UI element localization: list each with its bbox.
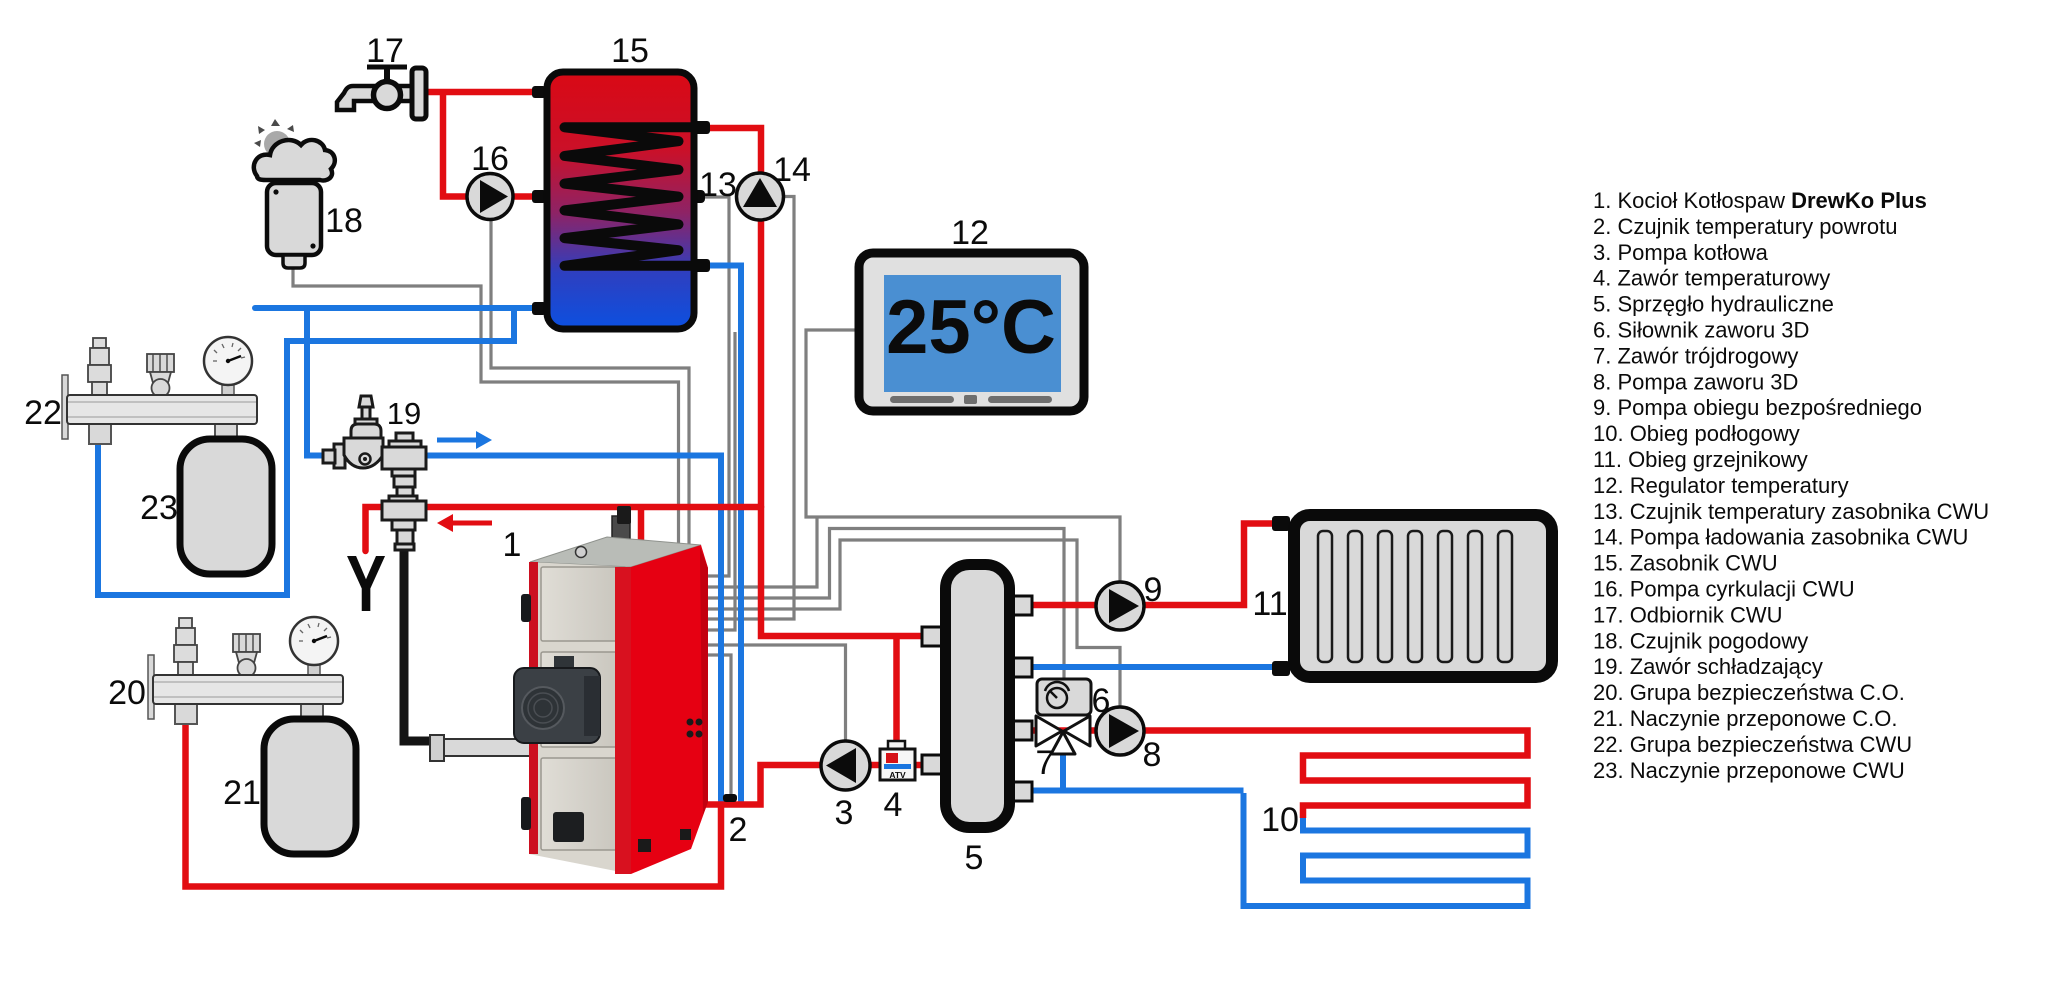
svg-text:3: 3	[835, 794, 854, 832]
svg-text:16: 16	[471, 140, 509, 178]
svg-text:18: 18	[325, 202, 363, 240]
svg-text:Y: Y	[346, 539, 386, 628]
svg-text:8. Pompa zaworu 3D: 8. Pompa zaworu 3D	[1593, 369, 1798, 394]
svg-text:2: 2	[729, 811, 748, 849]
svg-text:10. Obieg podłogowy: 10. Obieg podłogowy	[1593, 421, 1800, 446]
svg-text:1. Kocioł Kotłospaw DrewKo Plu: 1. Kocioł Kotłospaw DrewKo Plus	[1593, 188, 1927, 213]
svg-text:1: 1	[503, 526, 522, 564]
svg-text:23. Naczynie przeponowe CWU: 23. Naczynie przeponowe CWU	[1593, 758, 1905, 783]
svg-text:21. Naczynie przeponowe C.O.: 21. Naczynie przeponowe C.O.	[1593, 706, 1898, 731]
svg-text:6: 6	[1092, 682, 1111, 720]
svg-text:21: 21	[223, 774, 261, 812]
svg-text:25°C: 25°C	[886, 285, 1056, 370]
svg-text:3. Pompa kotłowa: 3. Pompa kotłowa	[1593, 240, 1769, 265]
svg-text:11. Obieg grzejnikowy: 11. Obieg grzejnikowy	[1593, 447, 1808, 472]
svg-text:14. Pompa ładowania zasobnika: 14. Pompa ładowania zasobnika CWU	[1593, 525, 1968, 550]
svg-text:9: 9	[1144, 571, 1163, 609]
svg-text:19. Zawór schładzający: 19. Zawór schładzający	[1593, 654, 1823, 679]
svg-text:19: 19	[387, 396, 421, 431]
svg-text:4: 4	[884, 786, 903, 824]
svg-text:7: 7	[1036, 744, 1055, 782]
svg-text:13: 13	[699, 166, 737, 204]
svg-text:20. Grupa bezpieczeństwa C.O.: 20. Grupa bezpieczeństwa C.O.	[1593, 680, 1905, 705]
svg-text:9. Pompa obiegu bezpośredniego: 9. Pompa obiegu bezpośredniego	[1593, 395, 1922, 420]
svg-text:7. Zawór trójdrogowy: 7. Zawór trójdrogowy	[1593, 343, 1798, 368]
svg-text:16. Pompa cyrkulacji CWU: 16. Pompa cyrkulacji CWU	[1593, 577, 1855, 602]
svg-text:4. Zawór temperaturowy: 4. Zawór temperaturowy	[1593, 266, 1830, 291]
svg-text:15. Zasobnik CWU: 15. Zasobnik CWU	[1593, 551, 1778, 576]
svg-text:18. Czujnik pogodowy: 18. Czujnik pogodowy	[1593, 628, 1808, 653]
svg-text:17: 17	[366, 32, 404, 70]
svg-text:14: 14	[773, 151, 811, 189]
svg-text:12: 12	[951, 214, 989, 252]
svg-text:17. Odbiornik CWU: 17. Odbiornik CWU	[1593, 602, 1783, 627]
svg-text:12. Regulator temperatury: 12. Regulator temperatury	[1593, 473, 1849, 498]
svg-text:15: 15	[611, 32, 649, 70]
svg-text:22: 22	[24, 394, 62, 432]
svg-text:20: 20	[108, 674, 146, 712]
svg-text:6. Siłownik zaworu 3D: 6. Siłownik zaworu 3D	[1593, 318, 1809, 343]
svg-text:5. Sprzęgło hydrauliczne: 5. Sprzęgło hydrauliczne	[1593, 292, 1834, 317]
svg-text:ATV: ATV	[889, 770, 906, 780]
svg-text:10: 10	[1261, 801, 1299, 839]
svg-text:8: 8	[1143, 736, 1162, 774]
svg-text:23: 23	[140, 489, 178, 527]
svg-text:5: 5	[965, 839, 984, 877]
svg-text:11: 11	[1252, 585, 1287, 623]
svg-text:13. Czujnik temperatury zasobn: 13. Czujnik temperatury zasobnika CWU	[1593, 499, 1989, 524]
svg-text:22. Grupa bezpieczeństwa CWU: 22. Grupa bezpieczeństwa CWU	[1593, 732, 1912, 757]
svg-text:2. Czujnik temperatury powrotu: 2. Czujnik temperatury powrotu	[1593, 214, 1897, 239]
